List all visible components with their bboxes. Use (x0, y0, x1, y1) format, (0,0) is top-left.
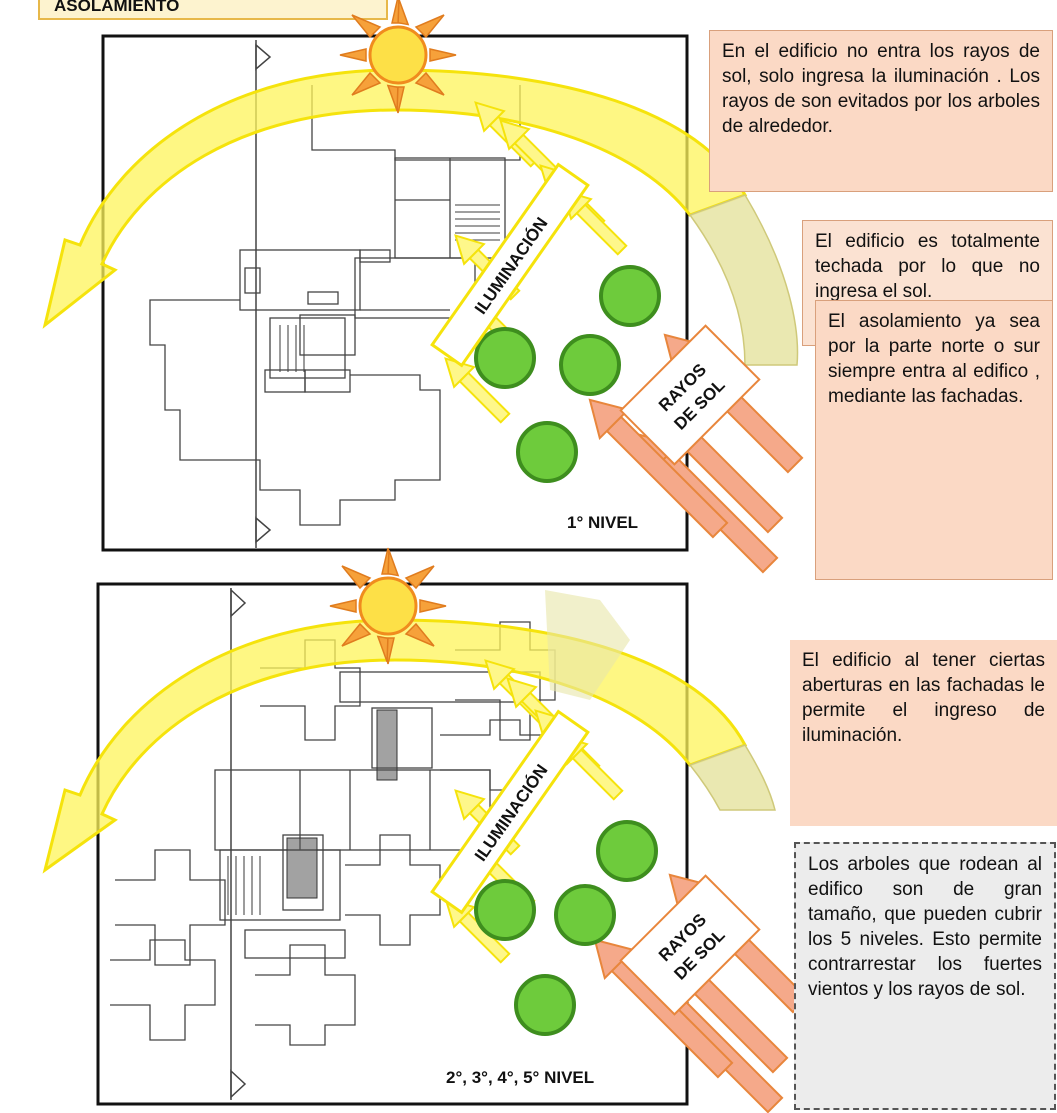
tree-icon (514, 974, 576, 1036)
note-1: En el edificio no entra los rayos de sol… (709, 30, 1053, 192)
tree-icon (559, 334, 621, 396)
tree-icon (596, 820, 658, 882)
title-box: ASOLAMIENTO (38, 0, 388, 20)
hatched-areas (286, 709, 398, 899)
trees-2 (474, 820, 658, 1036)
level-label: 2°, 3°, 4°, 5° NIVEL (446, 1068, 594, 1087)
tree-icon (599, 265, 661, 327)
note-5: Los arboles que rodean al edifico son de… (794, 842, 1056, 1110)
note-2-text: El edificio es totalmente techada por lo… (815, 231, 1040, 302)
panel-2: ILUMINACIÓN RAYOS DE SOL 2°, 3°, 4°, 5° … (42, 546, 816, 1113)
page-title: ASOLAMIENTO (54, 0, 180, 15)
section-marker-icon (230, 588, 247, 618)
note-5-text: Los arboles que rodean al edifico son de… (808, 854, 1042, 1000)
level-label: 1° NIVEL (567, 513, 638, 532)
section-marker-icon (255, 516, 272, 544)
tree-icon (474, 327, 536, 389)
note-3: El asolamiento ya sea por la parte norte… (815, 300, 1053, 580)
trees-1 (474, 265, 661, 483)
tree-icon (474, 879, 536, 941)
sun-label-box-2: RAYOS DE SOL (619, 874, 761, 1016)
tree-icon (554, 884, 616, 946)
tree-icon (516, 421, 578, 483)
note-4: El edificio al tener ciertas aberturas e… (790, 640, 1057, 826)
section-marker-icon (230, 1069, 247, 1099)
section-marker-icon (255, 43, 272, 71)
sun-label-box-1: RAYOS DE SOL (619, 324, 761, 466)
note-3-text: El asolamiento ya sea por la parte norte… (828, 311, 1040, 407)
sun-path-shadow (688, 194, 799, 366)
sun-path-shadow (688, 744, 776, 811)
panel-1: ILUMINACIÓN RAYOS DE SOL 1° NIVEL (42, 0, 811, 581)
note-4-text: El edificio al tener ciertas aberturas e… (802, 650, 1045, 746)
note-1-text: En el edificio no entra los rayos de sol… (722, 41, 1040, 137)
